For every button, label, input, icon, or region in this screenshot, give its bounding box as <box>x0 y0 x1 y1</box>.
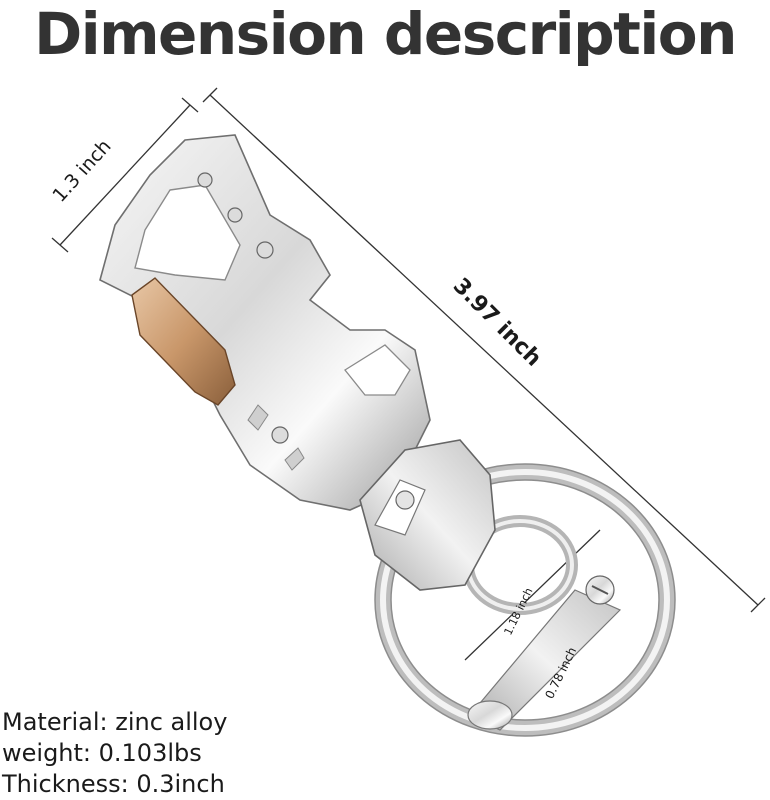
material-spec: Material: zinc alloy <box>2 708 228 736</box>
swivel-block <box>359 439 496 591</box>
width-dimension-line <box>59 104 191 246</box>
gold-gate <box>131 277 236 406</box>
weight-spec: weight: 0.103lbs <box>2 739 202 767</box>
page-title: Dimension description <box>34 0 737 68</box>
ring-pin <box>467 575 622 731</box>
ring-outer-dimension-line <box>464 529 601 661</box>
spec-list: Material: zinc alloy weight: 0.103lbs Th… <box>2 707 227 800</box>
carabiner-body <box>99 134 431 511</box>
split-ring <box>374 463 676 737</box>
length-dimension-line <box>209 94 759 606</box>
thickness-spec: Thickness: 0.3inch <box>2 770 225 798</box>
